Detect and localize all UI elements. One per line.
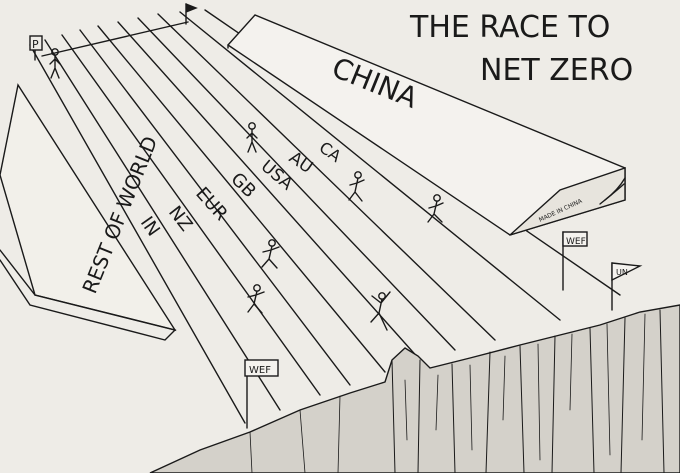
lane-label-eur: EUR — [191, 183, 231, 225]
title-line-2: NET ZERO — [480, 53, 633, 88]
runner-3 — [427, 194, 444, 223]
rest-of-world-block — [0, 83, 177, 341]
runner-5 — [247, 284, 265, 314]
lane-label-gb: GB — [226, 169, 259, 202]
runner-1 — [246, 122, 258, 153]
start-post-label: P — [32, 38, 39, 51]
wef-flag-top — [562, 231, 588, 291]
lane-label-in: IN — [136, 213, 164, 240]
start-post — [29, 35, 43, 61]
title-line-1: THE RACE TO — [409, 10, 610, 45]
un-flag — [611, 262, 643, 311]
lane-labels: CA AU USA GB EUR NZ IN — [136, 138, 345, 241]
runner-2 — [348, 171, 365, 202]
cliff — [149, 304, 680, 473]
wef-flag-bottom — [244, 359, 279, 429]
china-block — [227, 14, 626, 236]
lead-runner — [49, 48, 61, 79]
lane-label-nz: NZ — [164, 202, 196, 235]
race-track-lanes — [29, 9, 621, 424]
finish-flag — [185, 3, 198, 25]
finish-line — [41, 21, 189, 57]
un-flag-label: UN — [616, 268, 628, 277]
runner-4 — [261, 239, 280, 269]
wef-flag-top-label: WEF — [566, 237, 586, 247]
runner-6 — [370, 291, 391, 331]
wef-flag-bottom-label: WEF — [249, 365, 271, 376]
